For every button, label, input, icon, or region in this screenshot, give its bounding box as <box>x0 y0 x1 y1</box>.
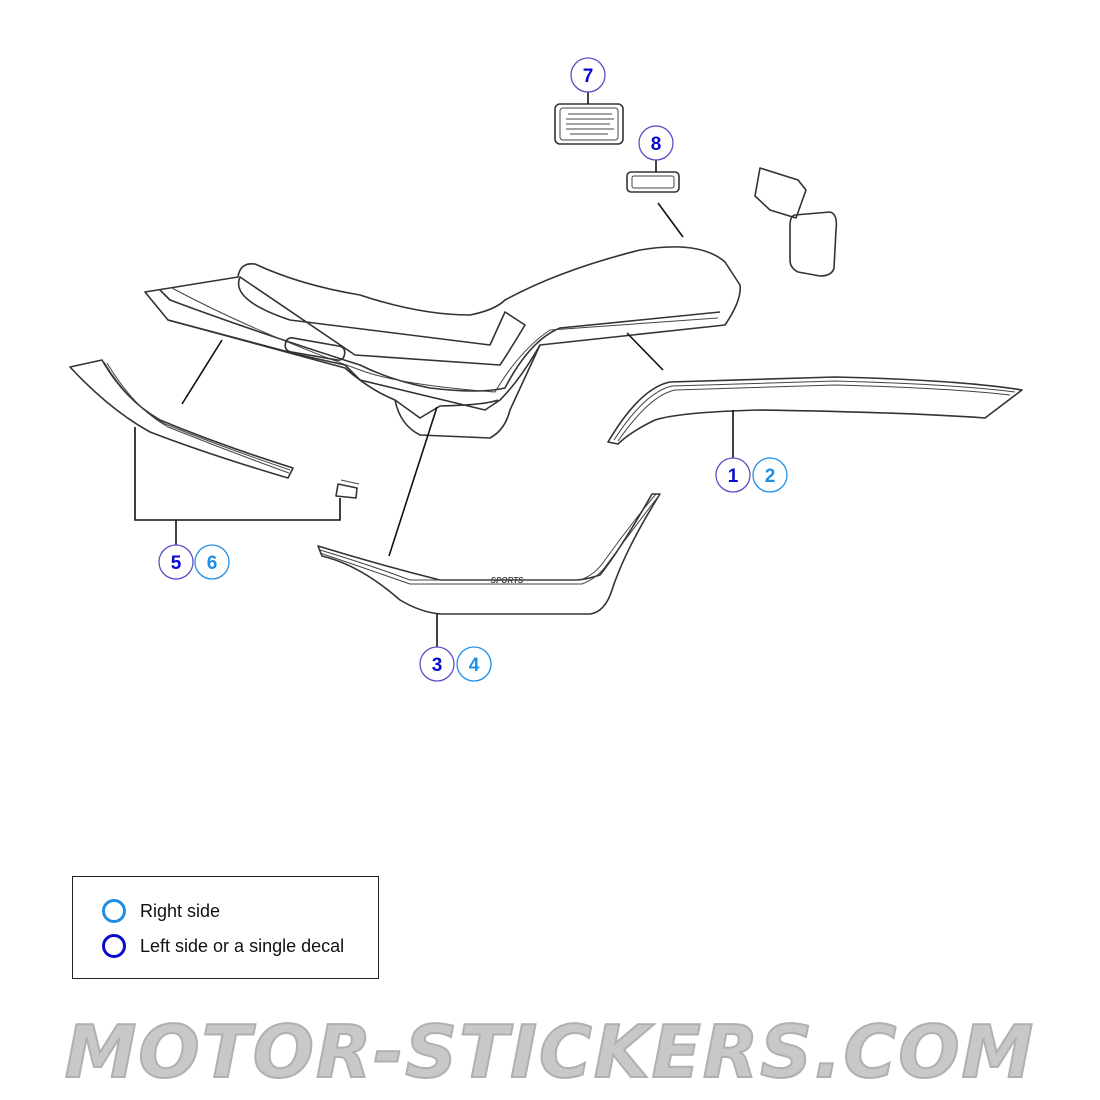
svg-text:3: 3 <box>432 655 443 676</box>
callout-5[interactable]: 5 <box>158 544 194 580</box>
callout-4[interactable]: 4 <box>456 646 492 682</box>
callout-7[interactable]: 7 <box>570 57 606 93</box>
legend-left-side: Left side or a single decal <box>102 934 344 958</box>
watermark: MOTOR-STICKERS.COM <box>64 1009 1036 1095</box>
mirror-outline <box>754 167 838 277</box>
decal-5-6-shape <box>69 359 360 499</box>
legend-left-label: Left side or a single decal <box>140 935 345 956</box>
motorcycle-outline <box>144 246 742 439</box>
decal-3-4-shape <box>317 493 661 615</box>
svg-text:7: 7 <box>583 66 594 87</box>
callout-1[interactable]: 1 <box>715 457 751 493</box>
left-side-ring-icon <box>102 934 126 958</box>
svg-text:4: 4 <box>469 655 480 676</box>
svg-text:1: 1 <box>728 466 739 487</box>
sports-decal-text: SPORTS <box>491 576 524 585</box>
leader-lines <box>134 92 734 647</box>
callout-3[interactable]: 3 <box>419 646 455 682</box>
decal-1-2-shape <box>607 376 1023 445</box>
callout-6[interactable]: 6 <box>194 544 230 580</box>
decal-7-shape <box>554 103 624 145</box>
right-side-ring-icon <box>102 899 126 923</box>
legend: Right side Left side or a single decal <box>72 876 379 979</box>
legend-right-label: Right side <box>140 900 221 921</box>
callout-2[interactable]: 2 <box>752 457 788 493</box>
callout-8[interactable]: 8 <box>638 125 674 161</box>
svg-text:6: 6 <box>207 553 218 574</box>
svg-text:5: 5 <box>171 553 182 574</box>
svg-text:2: 2 <box>765 466 776 487</box>
legend-right-side: Right side <box>102 899 220 923</box>
svg-text:8: 8 <box>651 134 662 155</box>
decal-8-shape <box>626 171 680 193</box>
